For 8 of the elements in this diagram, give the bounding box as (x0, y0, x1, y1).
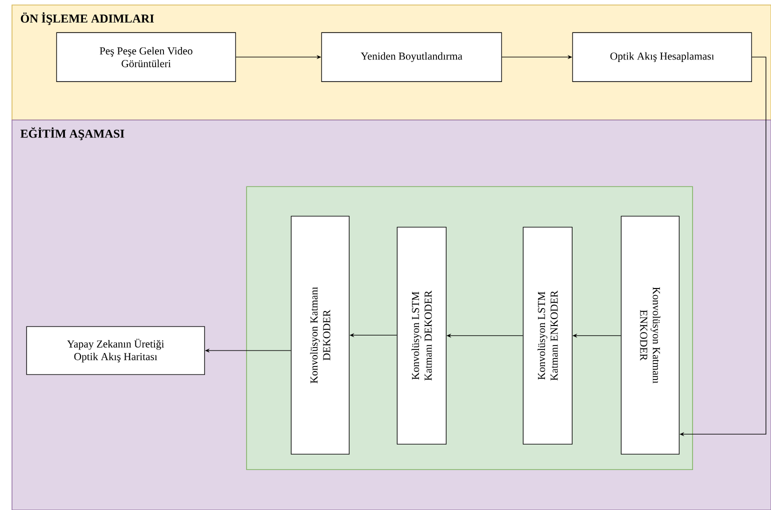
process-box: Optik Akış Hesaplaması (572, 32, 752, 82)
layer-box: Konvolüsyon LSTM Katmanı DEKODER (396, 226, 447, 445)
process-box: Yapay Zekanın Üretiği Optik Akış Haritası (26, 326, 205, 375)
layer-box: Konvolüsyon LSTM Katmanı ENKODER (522, 226, 573, 445)
layer-box: Konvolüsyon Katmanı DEKODER (290, 216, 350, 455)
layer-box: Konvolüsyon Katmanı ENKODER (620, 216, 680, 455)
process-box: Peş Peşe Gelen Video Görüntüleri (56, 32, 236, 82)
process-box: Yeniden Boyutlandırma (321, 32, 502, 82)
